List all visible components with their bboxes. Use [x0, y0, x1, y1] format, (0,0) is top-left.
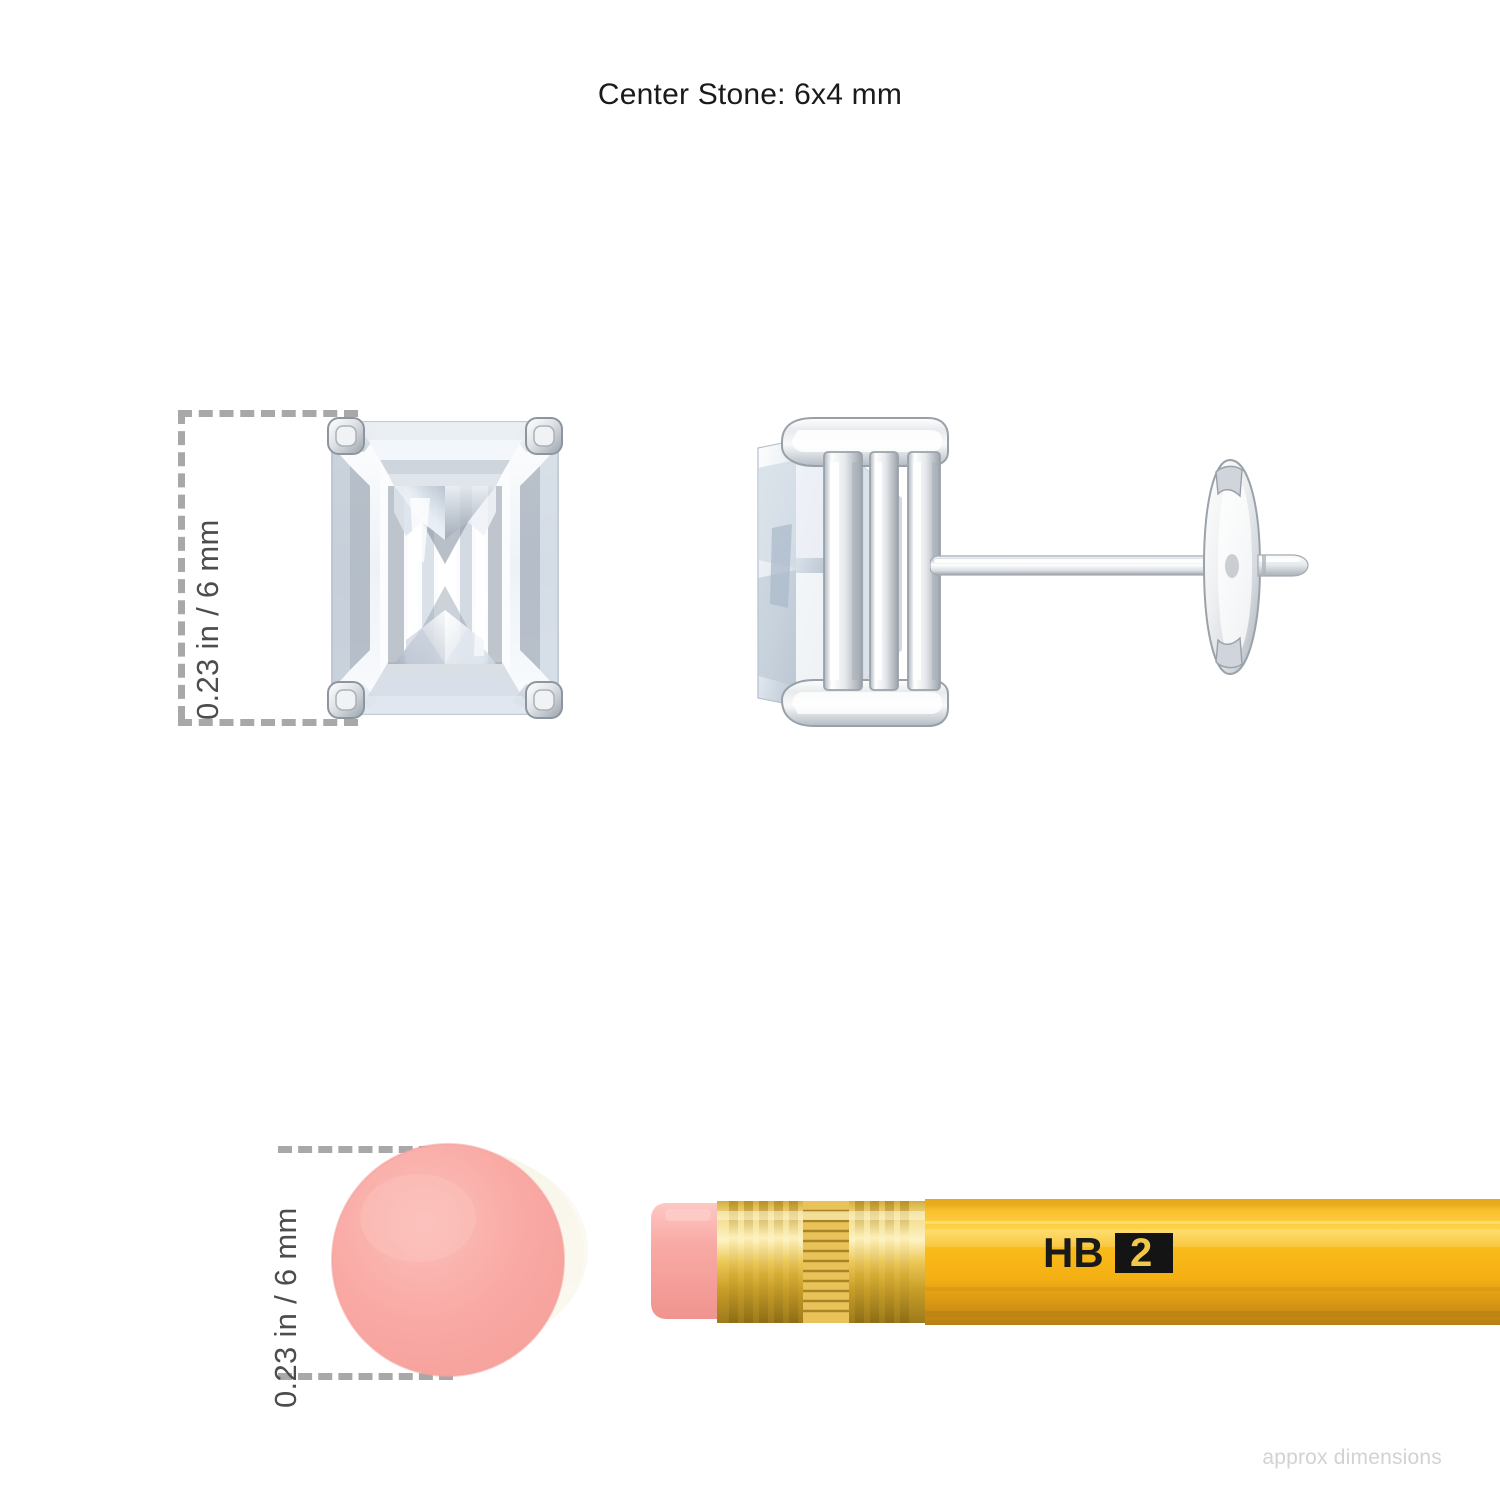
emerald-cut-diamond-side-icon — [752, 408, 972, 738]
pencil-number-text: 2 — [1130, 1231, 1152, 1275]
butterfly-clutch — [1202, 458, 1262, 676]
pencil-eraser-end-icon — [300, 1100, 600, 1420]
prong-top-left — [327, 417, 365, 455]
prong-top-right — [525, 417, 563, 455]
earring-post-butterfly-back-icon — [930, 452, 1320, 692]
bracket-left-dashed-line — [178, 410, 185, 720]
emerald-cut-diamond-front-icon — [326, 412, 564, 724]
stone-height-label: 0.23 in / 6 mm — [190, 519, 225, 720]
pencil-grade-text: HB — [1043, 1229, 1104, 1276]
pencil-number-badge — [1115, 1233, 1173, 1273]
pencil-body-icon: HB 2 — [645, 1195, 1500, 1330]
page-title: Center Stone: 6x4 mm — [597, 78, 903, 111]
eraser-height-label: 0.23 in / 6 mm — [268, 1207, 303, 1408]
prong-bottom-right — [525, 681, 563, 719]
approx-dimensions-note: approx dimensions — [1262, 1446, 1442, 1469]
prong-bottom-left — [327, 681, 365, 719]
